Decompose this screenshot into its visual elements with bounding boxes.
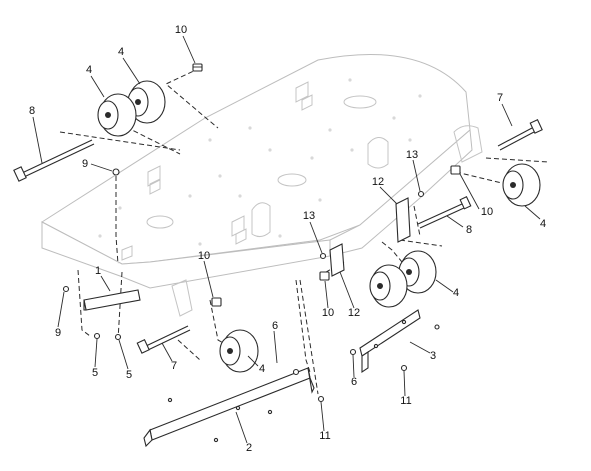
deck-spindle-hole-center [277,173,307,187]
wheel-axle-bolt-lower-left [136,325,191,354]
baffle-bracket-1-edge [83,299,87,311]
callout-13: 13 [406,149,418,161]
callout-2: 2 [246,442,252,454]
mower-deck [41,54,483,317]
deck-spindle-hole-left [146,215,174,229]
support-bar-2 [149,367,311,441]
leader-lines [32,35,541,444]
callout-10: 10 [322,307,334,319]
carriage-bolt-5-left [93,332,101,340]
bolt-9-upper [112,168,120,176]
callout-8: 8 [466,224,472,236]
callout-4: 4 [540,218,546,230]
callout-3: 3 [430,350,436,362]
support-bar-3-flange [361,350,369,374]
baffle-bracket-1 [83,289,141,311]
support-bar-3-hole-1 [401,319,407,325]
deck-small-bracket [121,245,133,261]
carriage-bolt-6-right [349,348,357,356]
lock-nut-11-left [317,395,325,403]
callout-11: 11 [400,395,411,407]
carriage-bolt-5-right [114,333,122,341]
callout-9: 9 [82,158,88,170]
callout-4: 4 [259,363,265,375]
lock-nut-top [192,63,203,72]
support-bar-2-hole-3 [267,409,273,415]
callout-6: 6 [272,320,278,332]
callout-10: 10 [198,250,210,262]
callout-6: 6 [351,376,357,388]
callout-13: 13 [303,210,315,222]
carriage-bolt-6-left [292,368,300,376]
callout-12: 12 [348,307,360,319]
support-bar-2-hole-1 [167,397,173,403]
deck-spindle-hole-right [343,95,377,109]
lock-nut-lower-left [211,297,222,307]
mounting-bracket-12-right [395,197,411,243]
deck-pivot-mount [367,137,389,169]
deck-bracket-3 [231,215,247,245]
support-bar-2-hole-4 [213,437,219,443]
callout-9: 9 [55,327,61,339]
support-bar-2-flange-right [307,367,315,394]
callout-5: 5 [126,369,132,381]
lock-nut-11-right [400,364,408,372]
anti-scalp-wheel-center-2 [369,264,408,308]
support-bar-2-flange-left [143,428,153,448]
wheel-axle-bolt-right-top [497,119,543,151]
callout-7: 7 [171,360,177,372]
callout-10: 10 [481,206,493,218]
anti-scalp-wheel-right [502,163,541,207]
anti-scalp-wheel-top-left-2 [97,93,137,137]
callout-8: 8 [29,105,35,117]
lock-nut-right [450,165,461,175]
deck-bracket-1 [295,81,313,111]
callout-12: 12 [372,176,384,188]
lock-nut-center [319,271,330,281]
support-bar-3-hole-2 [373,343,379,349]
mounting-bracket-12-center [329,243,345,277]
bolt-near-bar-3 [434,324,440,330]
callout-4: 4 [86,64,92,76]
bolt-13-right [417,190,425,198]
deck-holes [98,78,422,246]
wheel-axle-bolt-right [417,196,472,229]
deck-right-mount [453,125,483,163]
callout-10: 10 [175,24,187,36]
callout-labels: 10 4 4 8 9 7 13 12 10 4 8 13 10 1 9 5 5 … [29,24,546,454]
parts [13,63,543,448]
deck-left-wheel-bracket [171,279,193,317]
deck-idler-arm [251,202,271,238]
callout-11: 11 [319,430,330,442]
deck-bracket-2 [147,165,161,195]
deck-top [41,54,471,265]
bolt-9-lower [62,285,70,293]
callout-5: 5 [92,367,98,379]
support-bar-3 [359,309,421,357]
callout-4: 4 [453,287,459,299]
wheel-axle-bolt-left [13,139,95,182]
callout-7: 7 [497,92,503,104]
anti-scalp-wheel-lower [219,329,259,373]
callout-4: 4 [118,46,124,58]
callout-1: 1 [95,265,101,277]
bolt-13-center [319,252,327,260]
support-bar-2-hole-2 [235,405,241,411]
